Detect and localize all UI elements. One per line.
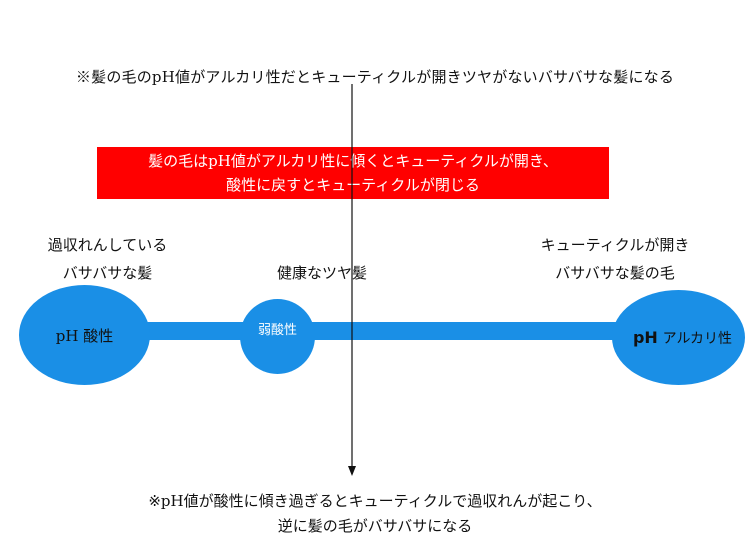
- right-description: キューティクルが開き バサバサな髪の毛: [515, 231, 715, 287]
- ph-scale-bar: [75, 322, 695, 340]
- bottom-note: ※pH値が酸性に傾き過ぎるとキューティクルで過収れんが起こり、 逆に髪の毛がバサ…: [0, 489, 750, 539]
- acidic-node-label: pH 酸性: [55, 326, 114, 345]
- weak-acid-node: 弱酸性: [240, 299, 315, 374]
- left-description: 過収れんしている バサバサな髪: [20, 231, 195, 287]
- alkaline-node: pH アルカリ性: [612, 290, 745, 385]
- bottom-note-line-2: 逆に髪の毛がバサバサになる: [277, 517, 473, 535]
- alkaline-ph-text: pH: [632, 327, 658, 347]
- alkaline-text: アルカリ性: [662, 330, 733, 347]
- highlight-line-1: 髪の毛はpH値がアルカリ性に傾くとキューティクルが開き、: [148, 152, 558, 170]
- weak-acid-node-label: 弱酸性: [257, 323, 297, 338]
- right-description-line-2: バサバサな髪の毛: [555, 264, 675, 282]
- bottom-note-line-1: ※pH値が酸性に傾き過ぎるとキューティクルで過収れんが起こり、: [148, 492, 602, 510]
- highlight-line-2: 酸性に戻すとキューティクルが閉じる: [226, 176, 480, 194]
- acidic-node: pH 酸性: [19, 285, 150, 385]
- vertical-arrow-head: [348, 466, 356, 476]
- left-description-line-1: 過収れんしている: [47, 236, 168, 254]
- right-description-line-1: キューティクルが開き: [540, 236, 690, 254]
- left-description-line-2: バサバサな髪: [62, 264, 153, 282]
- top-note: ※髪の毛のpH値がアルカリ性だとキューティクルが開きツヤがないバサバサな髪になる: [75, 68, 675, 86]
- alkaline-node-label: pH アルカリ性: [625, 328, 732, 348]
- middle-description: 健康なツヤ髪: [276, 264, 367, 282]
- highlight-box: 髪の毛はpH値がアルカリ性に傾くとキューティクルが開き、 酸性に戻すとキューティ…: [97, 147, 609, 199]
